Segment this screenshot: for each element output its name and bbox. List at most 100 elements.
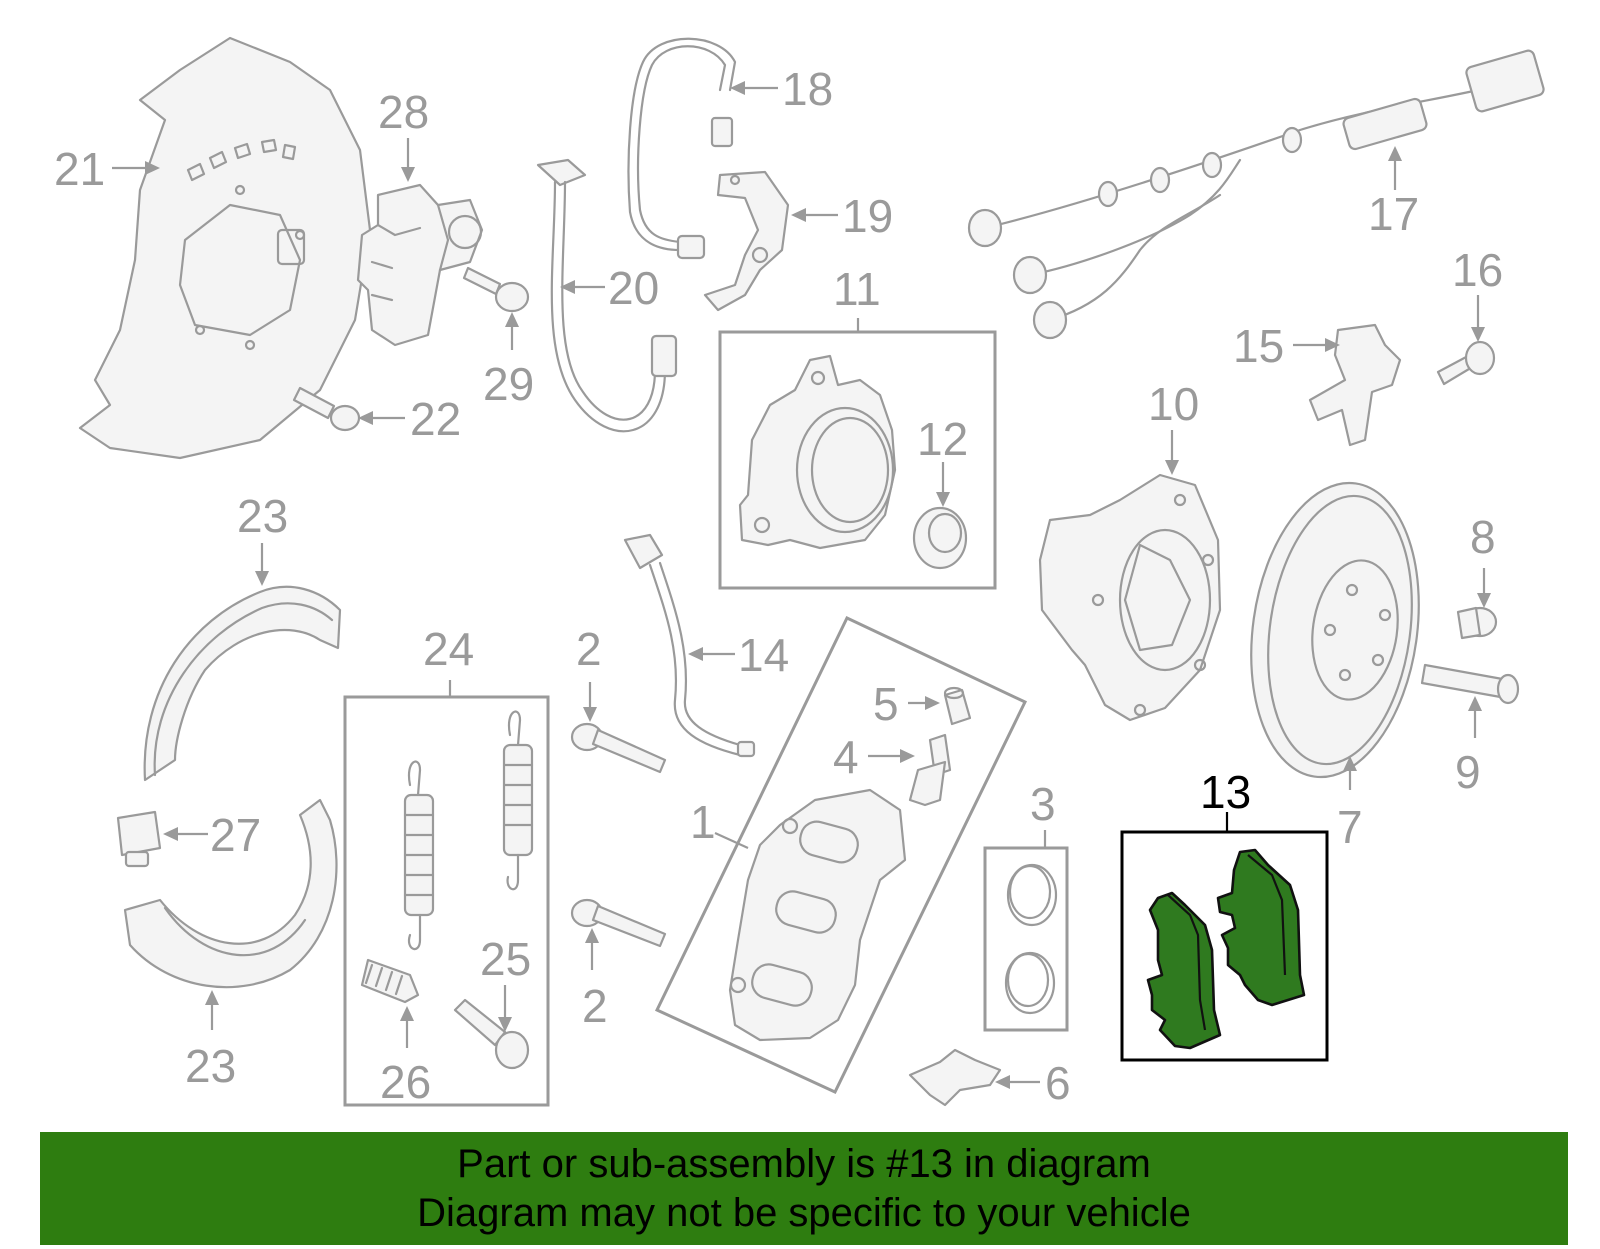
callout-16: 16 bbox=[1452, 244, 1503, 342]
label-6: 6 bbox=[1045, 1057, 1071, 1109]
callout-27: 27 bbox=[163, 809, 261, 861]
part-2-bolt-upper bbox=[570, 722, 667, 774]
callout-26: 26 bbox=[380, 1006, 431, 1108]
banner-line-2: Diagram may not be specific to your vehi… bbox=[417, 1191, 1191, 1235]
label-25: 25 bbox=[480, 933, 531, 985]
part-20-brake-hose bbox=[536, 158, 678, 433]
callout-24: 24 bbox=[423, 623, 474, 697]
callout-22: 22 bbox=[358, 393, 461, 445]
label-22: 22 bbox=[410, 393, 461, 445]
callout-5: 5 bbox=[873, 678, 940, 730]
label-14: 14 bbox=[738, 629, 789, 681]
label-26: 26 bbox=[380, 1056, 431, 1108]
part-11-wheel-bearing-housing bbox=[738, 354, 897, 550]
part-23-brake-shoe-upper bbox=[143, 585, 342, 782]
label-8: 8 bbox=[1470, 511, 1496, 563]
part-2-bolt-lower bbox=[570, 898, 667, 948]
part-18-brake-line bbox=[627, 37, 737, 260]
label-1: 1 bbox=[690, 796, 716, 848]
part-8-plug bbox=[1456, 606, 1498, 640]
group-box-24 bbox=[343, 695, 550, 1107]
callout-11: 11 bbox=[833, 263, 881, 332]
part-24-return-spring-left bbox=[403, 760, 435, 951]
part-10-wheel-hub bbox=[1038, 473, 1222, 722]
callout-29: 29 bbox=[483, 312, 534, 410]
label-12: 12 bbox=[917, 413, 968, 465]
callout-12: 12 bbox=[917, 413, 968, 507]
part-14-wear-sensor bbox=[623, 533, 756, 758]
part-1-brake-caliper bbox=[728, 788, 907, 1042]
callout-25: 25 bbox=[480, 933, 531, 1032]
part-17-sensor-harness bbox=[967, 49, 1545, 340]
label-17: 17 bbox=[1368, 188, 1419, 240]
callout-8: 8 bbox=[1470, 511, 1496, 608]
label-5: 5 bbox=[873, 678, 899, 730]
label-18: 18 bbox=[782, 63, 833, 115]
callout-14: 14 bbox=[688, 629, 789, 681]
callout-10: 10 bbox=[1148, 378, 1199, 475]
part-15-speed-sensor bbox=[1308, 323, 1402, 447]
callout-28: 28 bbox=[378, 86, 429, 182]
group-box-13 bbox=[1120, 830, 1329, 1062]
part-5-cap bbox=[943, 686, 972, 726]
label-28: 28 bbox=[378, 86, 429, 138]
info-banner: Part or sub-assembly is #13 in diagram D… bbox=[40, 1132, 1568, 1245]
part-13-brake-pad-rear bbox=[1216, 848, 1306, 1007]
label-10: 10 bbox=[1148, 378, 1199, 430]
part-6-clip bbox=[908, 1048, 1002, 1107]
label-29: 29 bbox=[483, 358, 534, 410]
label-20: 20 bbox=[608, 262, 659, 314]
label-9: 9 bbox=[1455, 746, 1481, 798]
label-19: 19 bbox=[842, 190, 893, 242]
label-4: 4 bbox=[833, 731, 859, 783]
part-19-bracket bbox=[703, 170, 790, 312]
part-13-brake-pad-front bbox=[1146, 891, 1222, 1050]
label-2-lower: 2 bbox=[582, 980, 608, 1032]
callout-20: 20 bbox=[560, 262, 659, 314]
callout-17: 17 bbox=[1368, 146, 1419, 240]
callout-21: 21 bbox=[54, 143, 160, 195]
part-16-bolt bbox=[1436, 340, 1496, 386]
label-23-upper: 23 bbox=[237, 490, 288, 542]
part-23-brake-shoe-lower bbox=[123, 798, 338, 989]
callout-7: 7 bbox=[1337, 756, 1363, 853]
part-29-bolt bbox=[462, 266, 530, 313]
group-box-1 bbox=[654, 616, 1028, 1094]
part-25-pin bbox=[453, 998, 530, 1070]
part-21-backing-plate bbox=[78, 36, 372, 460]
part-7-brake-rotor bbox=[1250, 481, 1420, 779]
label-7: 7 bbox=[1337, 801, 1363, 853]
callout-3: 3 bbox=[1030, 778, 1056, 848]
callout-6: 6 bbox=[995, 1057, 1071, 1109]
callout-23-lower: 23 bbox=[185, 990, 236, 1092]
part-27-adjuster bbox=[116, 810, 162, 868]
label-13: 13 bbox=[1200, 766, 1251, 818]
group-box-3 bbox=[983, 846, 1069, 1032]
part-24-return-spring-right bbox=[502, 710, 534, 891]
callout-2-upper: 2 bbox=[576, 623, 602, 722]
part-28-brake-mechanism bbox=[356, 183, 484, 347]
callout-18: 18 bbox=[730, 63, 833, 115]
part-9-bolt bbox=[1420, 663, 1520, 705]
callout-1: 1 bbox=[690, 796, 749, 850]
brake-parts-diagram: 21 28 29 22 20 bbox=[54, 36, 1545, 1109]
label-11: 11 bbox=[833, 263, 881, 315]
label-27: 27 bbox=[210, 809, 261, 861]
banner-line-1: Part or sub-assembly is #13 in diagram bbox=[457, 1142, 1151, 1186]
callout-15: 15 bbox=[1233, 320, 1340, 372]
callout-23-upper: 23 bbox=[237, 490, 288, 586]
label-2-upper: 2 bbox=[576, 623, 602, 675]
label-3: 3 bbox=[1030, 778, 1056, 830]
label-21: 21 bbox=[54, 143, 105, 195]
callout-19: 19 bbox=[791, 190, 893, 242]
label-24: 24 bbox=[423, 623, 474, 675]
part-26-hold-down-spring bbox=[360, 958, 420, 1004]
label-15: 15 bbox=[1233, 320, 1284, 372]
part-12-seal bbox=[912, 506, 968, 570]
callout-2-lower: 2 bbox=[582, 928, 608, 1032]
callout-9: 9 bbox=[1455, 696, 1482, 798]
label-16: 16 bbox=[1452, 244, 1503, 296]
callout-4: 4 bbox=[833, 731, 915, 783]
callout-13: 13 bbox=[1200, 766, 1251, 832]
part-3-seal-kit bbox=[1004, 863, 1058, 1015]
